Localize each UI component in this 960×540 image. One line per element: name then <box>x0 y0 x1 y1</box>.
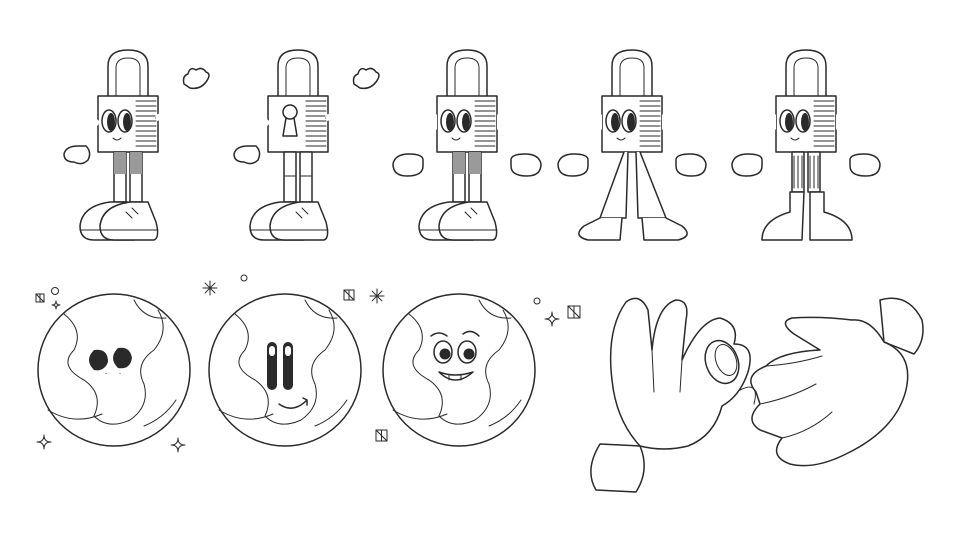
globe-outline <box>37 293 191 447</box>
smile <box>790 137 800 141</box>
asterisk-icon <box>204 282 216 294</box>
padlock-shackle <box>446 49 488 97</box>
padlock-character <box>731 49 881 241</box>
arm-right <box>155 84 194 122</box>
padlock-character <box>392 49 542 241</box>
finger-lines <box>759 355 833 439</box>
shorts-right <box>469 152 481 174</box>
padlock-characters-row <box>63 49 881 241</box>
coin-icon <box>704 339 740 385</box>
padlock-shackle <box>277 49 319 97</box>
dot-icon <box>533 297 541 305</box>
boots <box>761 191 853 241</box>
arm-right <box>325 84 364 122</box>
globe-character <box>208 293 362 447</box>
globe-character <box>37 293 191 447</box>
globe-characters-row <box>37 293 536 447</box>
padlock-character <box>557 49 707 241</box>
sparkle-icon <box>170 437 186 453</box>
arrow-smile <box>278 397 308 409</box>
skirt <box>599 151 667 219</box>
dot-icon <box>240 274 248 282</box>
padlock-character <box>63 49 210 241</box>
padlock-shackle <box>785 49 827 97</box>
shoes <box>578 217 688 241</box>
leg-right <box>299 151 313 203</box>
shorts-left <box>453 152 465 174</box>
hand-R <box>675 153 707 177</box>
padlock-body <box>267 95 329 153</box>
sparkle-icon <box>544 311 560 327</box>
hand-R <box>849 153 881 177</box>
eye-right <box>113 347 132 369</box>
open-palm <box>750 297 924 467</box>
smile <box>616 137 626 141</box>
globe-outline <box>382 293 536 447</box>
hand-left <box>233 145 261 165</box>
shorts-right <box>130 152 142 174</box>
padlock-shackle <box>107 49 149 97</box>
smile <box>112 137 122 141</box>
sparkle-doodles <box>35 274 581 453</box>
cuff <box>879 297 924 355</box>
hand-L <box>731 153 763 177</box>
leg-left <box>283 151 297 203</box>
hand-L <box>392 153 424 177</box>
cuff <box>590 443 645 493</box>
smile <box>451 137 461 141</box>
hand-R <box>510 153 542 177</box>
hand-wave <box>182 67 210 90</box>
hand-palm <box>609 297 751 450</box>
sparkle-icon <box>36 434 52 450</box>
shorts-left <box>114 152 126 174</box>
dot-icon <box>51 287 59 295</box>
hand-wave <box>352 67 380 90</box>
hand-left <box>63 145 91 165</box>
hand-gestures <box>590 297 924 493</box>
padlock-shackle <box>611 49 653 97</box>
continent <box>63 309 164 425</box>
ok-hand-coin <box>590 297 756 493</box>
padlock-character <box>233 49 380 241</box>
sparkle-icon <box>51 300 61 310</box>
eye-left <box>89 349 108 371</box>
continent <box>408 309 509 425</box>
asterisk-icon <box>371 290 383 302</box>
keyhole <box>282 104 298 120</box>
eyebrows <box>430 330 480 337</box>
globe-character <box>382 293 536 447</box>
hand-L <box>557 153 589 177</box>
continent <box>234 309 335 425</box>
